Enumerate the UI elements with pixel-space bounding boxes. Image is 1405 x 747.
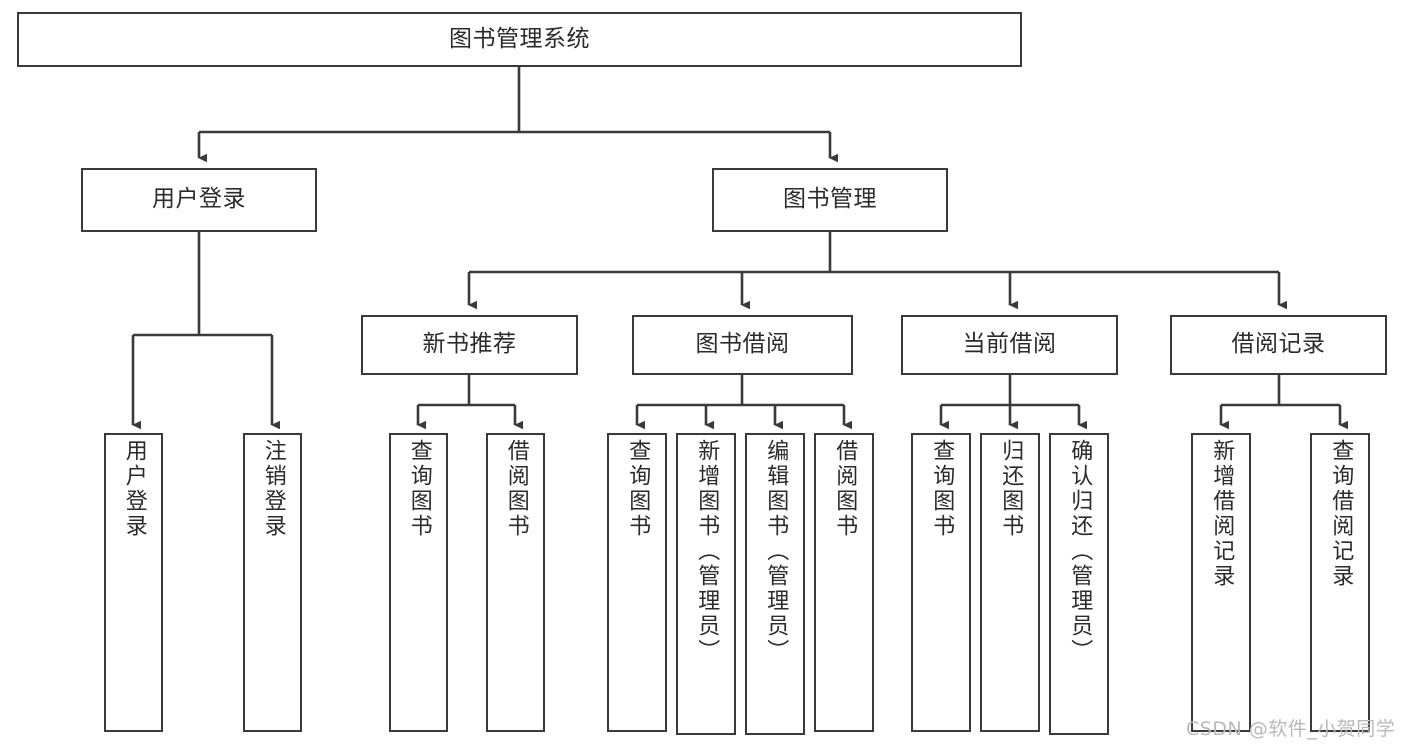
leaf-new-book-query-book[interactable]: 查询图书 bbox=[389, 433, 448, 732]
csdn-watermark: CSDN @软件_小贺同学 bbox=[1186, 718, 1396, 740]
node-borrow-record[interactable]: 借阅记录 bbox=[1170, 315, 1387, 375]
node-root-book-management-system[interactable]: 图书管理系统 bbox=[17, 12, 1022, 67]
leaf-book-borrow-query-book[interactable]: 查询图书 bbox=[607, 433, 667, 732]
node-label: 图书管理 bbox=[783, 186, 877, 213]
leaf-user-login-login[interactable]: 用户登录 bbox=[104, 433, 163, 732]
leaf-user-login-logout[interactable]: 注销登录 bbox=[243, 433, 302, 732]
node-label: 新书推荐 bbox=[422, 331, 517, 358]
leaf-borrow-record-add-record[interactable]: 新增借阅记录 bbox=[1191, 433, 1251, 732]
node-label: 注销登录 bbox=[260, 439, 286, 539]
node-label: 新增图书（管理员） bbox=[694, 439, 720, 664]
node-label: 编辑图书（管理员） bbox=[763, 439, 789, 664]
node-label: 图书管理系统 bbox=[449, 25, 590, 52]
node-label: 查询图书 bbox=[929, 439, 955, 539]
node-label: 借阅记录 bbox=[1231, 331, 1326, 358]
node-label: 用户登录 bbox=[152, 186, 246, 213]
node-book-borrow[interactable]: 图书借阅 bbox=[632, 315, 853, 375]
leaf-current-borrow-query-book[interactable]: 查询图书 bbox=[911, 433, 971, 732]
node-label: 归还图书 bbox=[998, 439, 1024, 539]
leaf-current-borrow-confirm-return-admin[interactable]: 确认归还（管理员） bbox=[1049, 433, 1109, 735]
node-label: 借阅图书 bbox=[832, 439, 858, 539]
node-label: 图书借阅 bbox=[695, 331, 790, 358]
node-label: 查询图书 bbox=[406, 439, 432, 539]
leaf-book-borrow-add-book-admin[interactable]: 新增图书（管理员） bbox=[676, 433, 736, 735]
node-label: 查询图书 bbox=[625, 439, 651, 539]
leaf-book-borrow-edit-book-admin[interactable]: 编辑图书（管理员） bbox=[745, 433, 805, 735]
node-book-management[interactable]: 图书管理 bbox=[712, 168, 948, 232]
leaf-new-book-borrow-book[interactable]: 借阅图书 bbox=[486, 433, 545, 732]
node-label: 借阅图书 bbox=[503, 439, 529, 539]
leaf-current-borrow-return-book[interactable]: 归还图书 bbox=[980, 433, 1040, 732]
node-user-login[interactable]: 用户登录 bbox=[81, 168, 317, 232]
leaf-borrow-record-query-record[interactable]: 查询借阅记录 bbox=[1310, 433, 1370, 732]
node-label: 查询借阅记录 bbox=[1328, 439, 1354, 589]
node-label: 确认归还（管理员） bbox=[1067, 439, 1093, 664]
node-label: 用户登录 bbox=[121, 439, 147, 539]
node-new-book-recommend[interactable]: 新书推荐 bbox=[361, 315, 578, 375]
leaf-book-borrow-borrow-book[interactable]: 借阅图书 bbox=[814, 433, 874, 732]
node-label: 新增借阅记录 bbox=[1209, 439, 1235, 589]
node-label: 当前借阅 bbox=[962, 331, 1057, 358]
node-current-borrow[interactable]: 当前借阅 bbox=[901, 315, 1118, 375]
